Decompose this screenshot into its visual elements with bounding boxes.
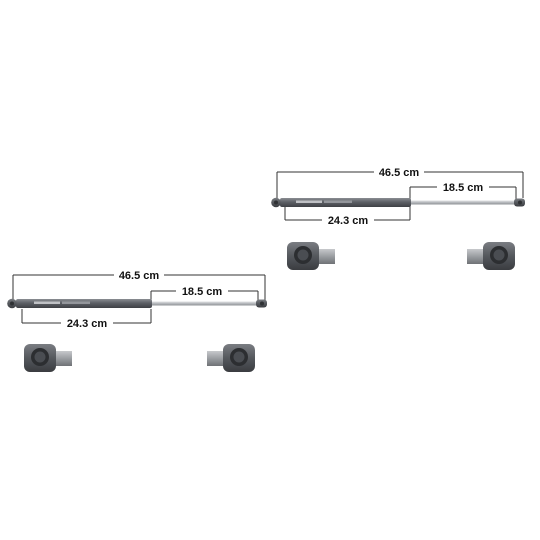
overall-length-text: 46.5 cm (379, 167, 420, 179)
overall-length-text: 46.5 cm (119, 270, 160, 282)
strut-set-1: 46.5 cm 18.5 cm 24.3 cm (271, 165, 525, 270)
overall-length-label: 46.5 cm (374, 165, 424, 179)
rod-length-text: 18.5 cm (182, 286, 223, 298)
rod-length-label: 18.5 cm (437, 180, 489, 194)
cylinder-length-label: 24.3 cm (322, 213, 374, 227)
end-fitting-icon (24, 344, 72, 372)
gas-strut-icon (7, 298, 267, 309)
strut-set-2: 46.5 cm 18.5 cm 24.3 cm (7, 268, 267, 372)
end-fitting-icon (287, 242, 335, 270)
cylinder-length-text: 24.3 cm (328, 215, 369, 227)
cylinder-length-text: 24.3 cm (67, 318, 108, 330)
end-fitting-icon (207, 344, 255, 372)
dimension-lines (276, 171, 524, 221)
rod-length-label: 18.5 cm (176, 284, 228, 298)
overall-length-label: 46.5 cm (114, 268, 164, 282)
gas-strut-icon (271, 197, 525, 208)
cylinder-length-label: 24.3 cm (61, 316, 113, 330)
end-fitting-icon (467, 242, 515, 270)
rod-length-text: 18.5 cm (443, 182, 484, 194)
